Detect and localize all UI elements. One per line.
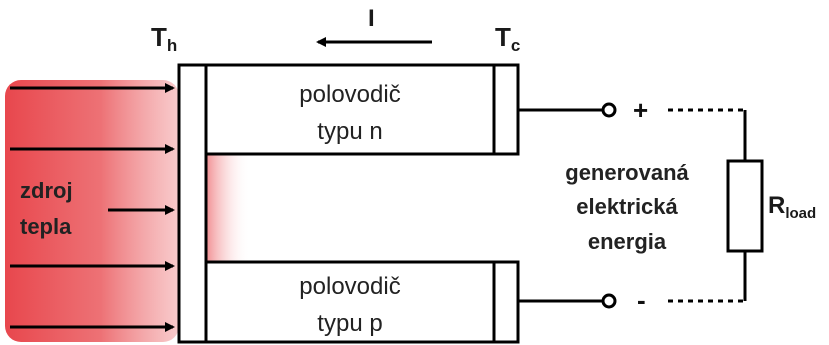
cold-plate-bottom bbox=[492, 260, 520, 344]
heat-source-region bbox=[5, 80, 179, 342]
terminal-plus bbox=[601, 102, 617, 118]
n-type-label-line2: typu n bbox=[317, 118, 382, 145]
heat-source-label-line2: tepla bbox=[20, 214, 72, 239]
cold-plate-top bbox=[492, 63, 520, 156]
current-label: I bbox=[368, 5, 375, 32]
generated-energy-line2: elektrická bbox=[576, 194, 678, 219]
load-resistor-label: Rload bbox=[768, 192, 816, 222]
load-connection bbox=[668, 108, 745, 303]
minus-sign: - bbox=[637, 285, 646, 315]
heat-arrows bbox=[10, 83, 175, 332]
hot-temperature-label: Th bbox=[151, 22, 177, 55]
heat-source-label-line1: zdroj bbox=[20, 178, 73, 203]
n-type-label-line1: polovodič bbox=[299, 81, 400, 108]
p-type-label-line2: typu p bbox=[317, 310, 382, 337]
generated-energy-line3: energia bbox=[588, 229, 667, 254]
plus-sign: + bbox=[633, 95, 648, 125]
cold-temperature-label: Tc bbox=[495, 22, 520, 55]
load-resistor bbox=[726, 159, 764, 253]
p-type-label-line1: polovodič bbox=[299, 273, 400, 300]
heat-glow-middle bbox=[205, 152, 250, 262]
terminal-minus bbox=[601, 293, 617, 309]
p-type-semiconductor bbox=[204, 260, 520, 344]
hot-plate bbox=[177, 63, 208, 344]
generated-energy-line1: generovaná bbox=[565, 160, 689, 185]
